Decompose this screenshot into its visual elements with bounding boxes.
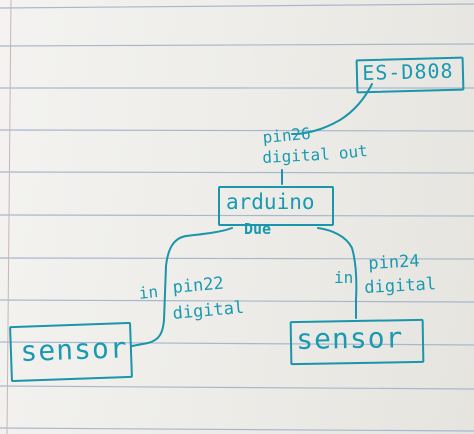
left-sensor-label: sensor [19,331,129,368]
wire-controller-to-right-sensor [317,227,358,319]
right-pin-label: pin24 [367,251,421,274]
right-type-label: digital [363,274,437,298]
wire-controller-to-left-sensor [131,227,233,347]
module-label: ES-D808 [361,58,454,85]
left-direction-label: in [137,281,159,303]
right-direction-label: in [334,268,354,287]
controller-label: arduino [226,190,315,214]
output-pin-label: pin26 [261,123,312,147]
right-sensor-label: sensor [295,321,404,356]
controller-box [218,186,334,226]
wire-module-to-pin26 [291,83,373,135]
output-direction-label: out [337,140,369,163]
controller-sub-label: Due [244,220,272,238]
left-pin-label: pin22 [171,273,225,298]
output-type-label: digital [261,144,331,167]
